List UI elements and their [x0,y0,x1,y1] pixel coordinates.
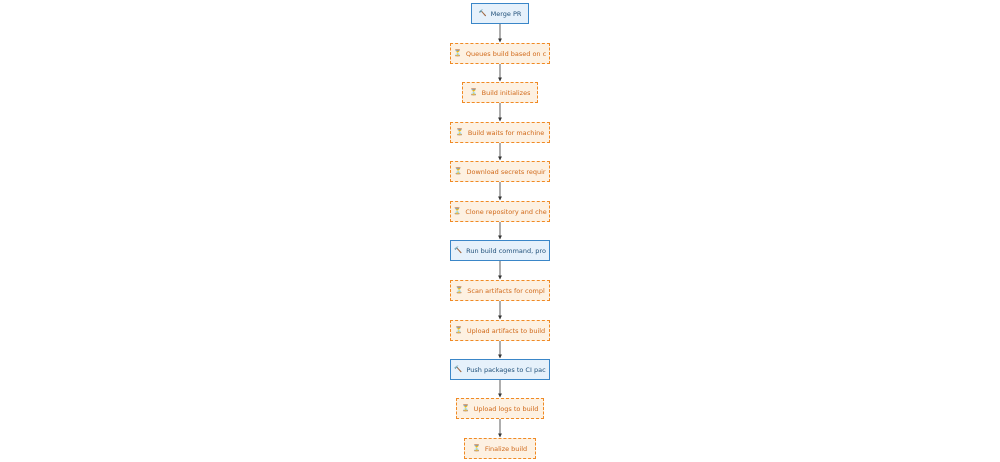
hourglass-icon: ⏳ [453,49,462,58]
flow-node-label: Finalize build [484,444,528,453]
flow-node-10: 🔨Push packages to CI pac [450,359,550,380]
flow-node-label: Upload logs to build [473,404,539,413]
flow-node-label: Build waits for machine [467,128,545,137]
flow-node-7: 🔨Run build command, pro [450,240,550,261]
flow-node-label: Run build command, pro [466,246,546,255]
hourglass-icon: ⏳ [461,404,470,413]
flow-node-label: Download secrets requir [466,167,546,176]
hourglass-icon: ⏳ [454,167,463,176]
hourglass-icon: ⏳ [453,207,462,216]
flow-node-9: ⏳Upload artifacts to build [450,320,550,341]
hammer-icon: 🔨 [454,365,463,374]
flow-node-label: Merge PR [490,9,522,18]
flow-node-label: Clone repository and che [465,207,547,216]
hourglass-icon: ⏳ [469,88,478,97]
hourglass-icon: ⏳ [455,286,464,295]
flow-node-1: 🔨Merge PR [471,3,529,24]
flow-node-label: Scan artifacts for compl [467,286,545,295]
flow-node-label: Upload artifacts to build [466,326,546,335]
flow-node-label: Build initializes [481,88,531,97]
hourglass-icon: ⏳ [472,444,481,453]
flow-node-2: ⏳Queues build based on c [450,43,550,64]
flow-node-8: ⏳Scan artifacts for compl [450,280,550,301]
flow-node-6: ⏳Clone repository and che [450,201,550,222]
flow-node-3: ⏳Build initializes [462,82,538,103]
hourglass-icon: ⏳ [455,128,464,137]
flow-node-label: Push packages to CI pac [466,365,546,374]
flow-node-12: ⏳Finalize build [464,438,536,459]
flow-node-4: ⏳Build waits for machine [450,122,550,143]
hammer-icon: 🔨 [454,246,463,255]
hourglass-icon: ⏳ [454,326,463,335]
flow-node-5: ⏳Download secrets requir [450,161,550,182]
flow-node-label: Queues build based on c [465,49,547,58]
flow-node-11: ⏳Upload logs to build [456,398,544,419]
hammer-icon: 🔨 [478,9,487,18]
